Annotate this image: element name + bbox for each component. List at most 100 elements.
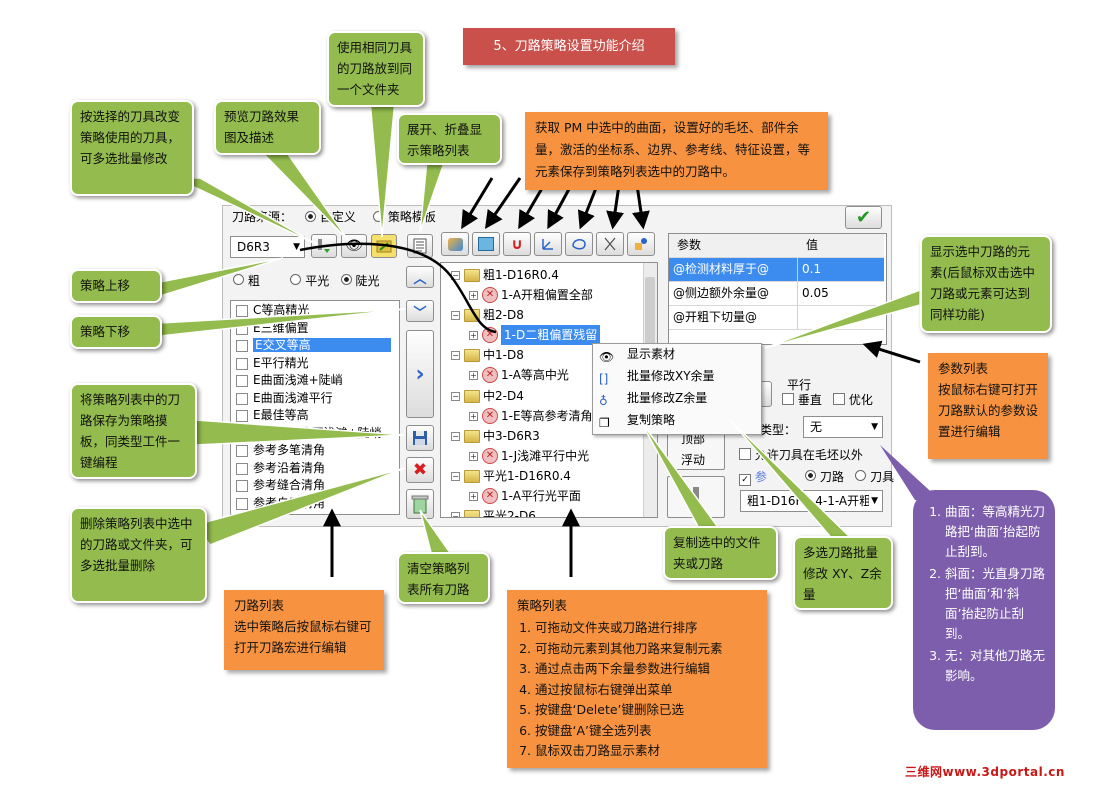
tree-folder[interactable]: −中2-D4	[441, 386, 657, 406]
scrollbar-thumb[interactable]	[645, 277, 655, 363]
tree-folder[interactable]: −中1-D8	[441, 345, 657, 365]
param-row[interactable]: @侧边额外余量@0.05	[669, 282, 884, 306]
expand-icon[interactable]: +	[469, 451, 478, 461]
strategy-list-item[interactable]: 参考多笔清角	[231, 442, 399, 460]
checkbox-icon[interactable]	[236, 305, 248, 317]
strategy-list-item[interactable]: 参考缝合清角	[231, 477, 399, 495]
menu-label: 批量修改Z余量	[627, 391, 708, 405]
add-to-list-button[interactable]: ›	[406, 330, 434, 418]
get-boundary-button[interactable]	[565, 232, 593, 256]
invalid-toolpath-icon: ✕	[482, 447, 498, 464]
tree-toolpath[interactable]: +✕1-A等高中光	[441, 365, 657, 385]
clear-all-button[interactable]	[406, 489, 434, 519]
expand-icon[interactable]: +	[469, 411, 478, 421]
get-workplane-button[interactable]	[534, 232, 562, 256]
radio-empty-icon[interactable]	[290, 274, 302, 285]
strategy-list-item[interactable]: E最佳等高	[231, 407, 399, 425]
strategy-item-label: C等高精光	[253, 303, 310, 317]
param-row[interactable]: @检测材料厚于@0.1	[669, 258, 884, 282]
checkbox-icon[interactable]	[236, 357, 248, 370]
surface-note-item: 无：对其他刀路无影响。	[945, 646, 1047, 686]
collapse-icon[interactable]: −	[451, 471, 460, 481]
checkbox-icon[interactable]	[236, 462, 248, 475]
param-value[interactable]: 0.05	[802, 286, 829, 300]
column-divider	[797, 282, 798, 305]
tool-combo[interactable]: D6R3 ▼	[230, 236, 305, 258]
checkbox-icon[interactable]	[236, 497, 248, 510]
pattern-icon	[604, 237, 616, 251]
param-value[interactable]: 0.1	[802, 262, 822, 276]
save-template-button[interactable]	[406, 425, 434, 451]
tree-folder[interactable]: −平光2-D6	[441, 506, 657, 517]
strategy-note-item: 可拖动文件夹或刀路进行排序	[535, 618, 757, 639]
delete-button[interactable]: ✖	[406, 457, 434, 483]
tree-toolpath[interactable]: +✕1-D二粗偏置残留	[441, 325, 657, 346]
get-pattern-button[interactable]	[596, 232, 624, 256]
chk-optimize[interactable]: 优化	[833, 391, 873, 408]
menu-batch-z[interactable]: ♁ 批量修改Z余量	[593, 388, 761, 409]
chk-top-label: 顶部	[681, 432, 706, 446]
strategy-list-item[interactable]: E曲面浅滩+陡峭	[231, 372, 399, 390]
menu-copy-strategy[interactable]: ❐ 复制策略	[593, 410, 761, 431]
callout-toolpath-list: 刀路列表 选中策略后按鼠标右键可打开刀路宏进行编辑	[224, 590, 384, 670]
checkbox-icon[interactable]	[236, 445, 248, 457]
menu-batch-xy[interactable]: [] 批量修改XY余量	[593, 366, 761, 387]
expand-icon[interactable]: +	[469, 492, 478, 502]
context-menu: 👁 显示素材 [] 批量修改XY余量 ♁ 批量修改Z余量 ❐ 复制策略	[592, 343, 762, 435]
strategy-list-item[interactable]: E平行精光	[231, 355, 399, 373]
checkbox-checked-icon[interactable]: ✓	[739, 474, 751, 486]
radio-dot-icon[interactable]	[340, 274, 352, 285]
param-row[interactable]: @开粗下切量@	[669, 306, 884, 330]
collapse-icon[interactable]: −	[451, 311, 460, 321]
expand-icon[interactable]: +	[469, 371, 478, 381]
expand-icon[interactable]: +	[469, 331, 478, 341]
tree-folder[interactable]: −中3-D6R3	[441, 426, 657, 446]
tree-toolpath[interactable]: +✕1-E等高参考清角	[441, 406, 657, 426]
strategy-list-item[interactable]: 参考沿着清角	[231, 460, 399, 478]
callout-save-template: 将策略列表中的刀路保存为策略摸板，同类型工件一键编程	[70, 383, 197, 479]
folder-icon	[464, 510, 480, 517]
tree-toolpath[interactable]: +✕1-A开粗偏置全部	[441, 285, 657, 305]
move-down-button[interactable]: ﹀	[406, 300, 434, 322]
collapse-icon[interactable]: −	[451, 431, 460, 441]
chk-top[interactable]: 顶部	[681, 430, 705, 447]
checkbox-icon[interactable]	[236, 392, 248, 405]
ok-button[interactable]: ✔	[845, 206, 882, 229]
toolpath-tree[interactable]: −粗1-D16R0.4+✕1-A开粗偏置全部−粗2-D8+✕1-D二粗偏置残留−…	[440, 262, 658, 518]
checkbox-icon[interactable]	[236, 410, 248, 422]
collapse-icon[interactable]: −	[451, 512, 460, 517]
strategy-list-item[interactable]: C等高精光	[231, 302, 399, 320]
radio-tool-label: 刀具	[870, 470, 895, 484]
tree-toolpath[interactable]: +✕1-A平行光平面	[441, 486, 657, 506]
collapse-icon[interactable]: −	[451, 351, 460, 361]
param-header: 参数 值	[669, 234, 884, 258]
tree-toolpath[interactable]: +✕1-J浅滩平行中光	[441, 446, 657, 466]
type-combo[interactable]: 无 ▼	[803, 416, 883, 438]
radio-empty-icon[interactable]	[233, 274, 244, 285]
get-feature-button[interactable]	[627, 232, 655, 256]
expand-icon[interactable]: +	[469, 291, 478, 301]
get-surface-button[interactable]	[441, 232, 469, 256]
get-block-button[interactable]	[472, 232, 500, 256]
chk-float[interactable]: 浮动	[681, 451, 705, 468]
ref-radio-row: ✓ 参 刀路 刀具	[739, 468, 894, 486]
strategy-list-item[interactable]: E曲面浅滩平行	[231, 390, 399, 408]
radio-dot-icon[interactable]	[805, 470, 816, 481]
get-thickness-button[interactable]: ∪	[503, 232, 531, 256]
radio-empty-icon[interactable]	[855, 470, 867, 481]
chevron-right-icon: ›	[415, 361, 425, 387]
strategy-list-item[interactable]: E交叉等高	[231, 337, 399, 355]
menu-show-stock[interactable]: 👁 显示素材	[593, 344, 761, 365]
tree-folder[interactable]: −平光1-D16R0.4	[441, 466, 657, 486]
checkbox-icon[interactable]	[236, 375, 248, 387]
callout-expand-collapse: 展开、折叠显示策略列表	[397, 113, 502, 165]
checkbox-icon[interactable]	[236, 340, 248, 352]
checkbox-icon[interactable]	[236, 480, 248, 492]
radio-dot-icon	[305, 211, 316, 222]
collapse-icon[interactable]: −	[451, 391, 460, 401]
move-up-button[interactable]: ︿	[406, 266, 434, 288]
chk-vertical[interactable]: 垂直	[782, 391, 822, 408]
chk-allow-outside[interactable]: 允许刀具在毛坯以外	[739, 446, 863, 463]
tree-item-label: 1-A开粗偏置全部	[501, 288, 593, 303]
